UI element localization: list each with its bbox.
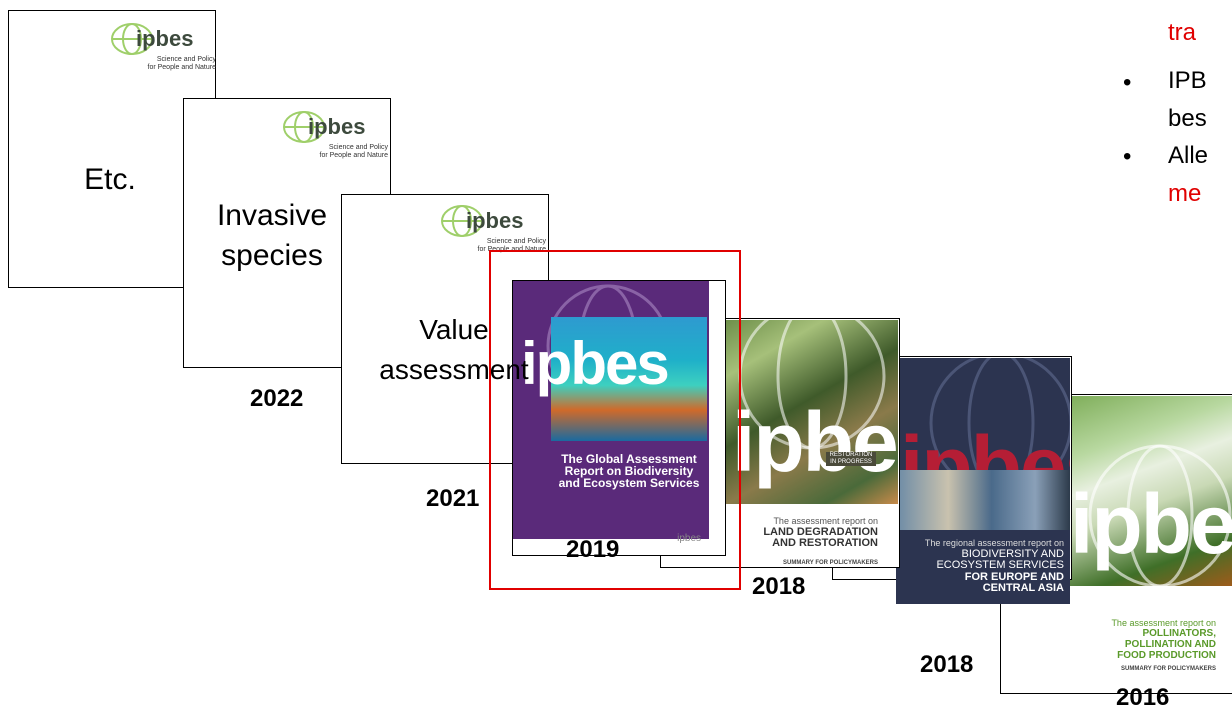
frame-invasive-label: Invasive species: [216, 199, 328, 272]
ipbes-logo-icon: [283, 111, 325, 143]
cover-global-photo: [551, 317, 707, 441]
year-2018-europe: 2018: [920, 651, 974, 678]
highlight-box-2019: [489, 250, 741, 590]
cover-pollinators: ipbes The assessment report on POLLINATO…: [1070, 396, 1232, 682]
cover-pollinators-intro: The assessment report on: [1111, 618, 1216, 628]
frame-etc: [8, 10, 216, 288]
cover-land-photo: [726, 320, 898, 504]
frame-etc-label: Etc.: [84, 163, 136, 196]
cover-pollinators-photo: [1070, 396, 1232, 586]
bullet-dot-1: •: [1123, 69, 1132, 96]
ipbes-logo-icon: [111, 23, 153, 55]
cover-land-intro: The assessment report on: [773, 516, 878, 526]
bullet-line-4: Alle: [1168, 142, 1209, 169]
cover-europe-intro: The regional assessment report on: [924, 538, 1064, 548]
year-2016: 2016: [1116, 684, 1170, 711]
year-2019: 2019: [566, 536, 620, 563]
cover-europe: ipbes The regional assessment report on …: [896, 358, 1070, 604]
cover-europe-subject: BIODIVERSITY AND ECOSYSTEM SERVICES: [936, 548, 1064, 571]
cover-pollinators-globe-icon: [1088, 444, 1232, 588]
cover-europe-title: FOR EUROPE AND CENTRAL ASIA: [964, 571, 1064, 594]
year-2021: 2021: [426, 485, 480, 512]
cover-land-brand: ipbes: [732, 395, 898, 489]
cover-global-footer: ipbes: [677, 533, 701, 544]
cover-pollinators-title: POLLINATORS, POLLINATION AND FOOD PRODUC…: [1117, 628, 1216, 661]
cover-global-brand: ipbes: [521, 330, 670, 397]
cover-europe-photo-strip: [896, 470, 1070, 530]
bullet-dot-2: •: [1123, 143, 1132, 170]
cover-global: ipbes The Global Assessment Report on Bi…: [513, 281, 709, 551]
cover-pollinators-summary: SUMMARY FOR POLICYMAKERS: [1120, 666, 1216, 672]
frame-value-label: Value assessment: [379, 314, 529, 385]
logo-word: ipbes: [136, 26, 194, 51]
bullet-line-5: me: [1168, 180, 1202, 207]
cover-land: ipbes RESTORATION IN PROGRESS The assess…: [726, 320, 898, 566]
logo-word: ipbes: [308, 114, 366, 139]
year-2022: 2022: [250, 385, 304, 412]
cover-land-title: LAND DEGRADATION AND RESTORATION: [763, 526, 878, 549]
cover-land-summary: SUMMARY FOR POLICYMAKERS: [782, 560, 878, 566]
ipbes-logo-icon: [441, 205, 483, 237]
bullet-line-3: bes: [1168, 105, 1207, 132]
cover-global-title: The Global Assessment Report on Biodiver…: [558, 452, 700, 490]
bullet-line-2: IPB: [1168, 67, 1207, 94]
cover-land-sign: RESTORATION IN PROGRESS: [826, 452, 876, 466]
bullet-line-1: tra: [1168, 19, 1197, 46]
logo-word: ipbes: [466, 208, 524, 233]
year-2018-land: 2018: [752, 573, 806, 600]
cover-pollinators-brand: ipbes: [1070, 477, 1232, 571]
